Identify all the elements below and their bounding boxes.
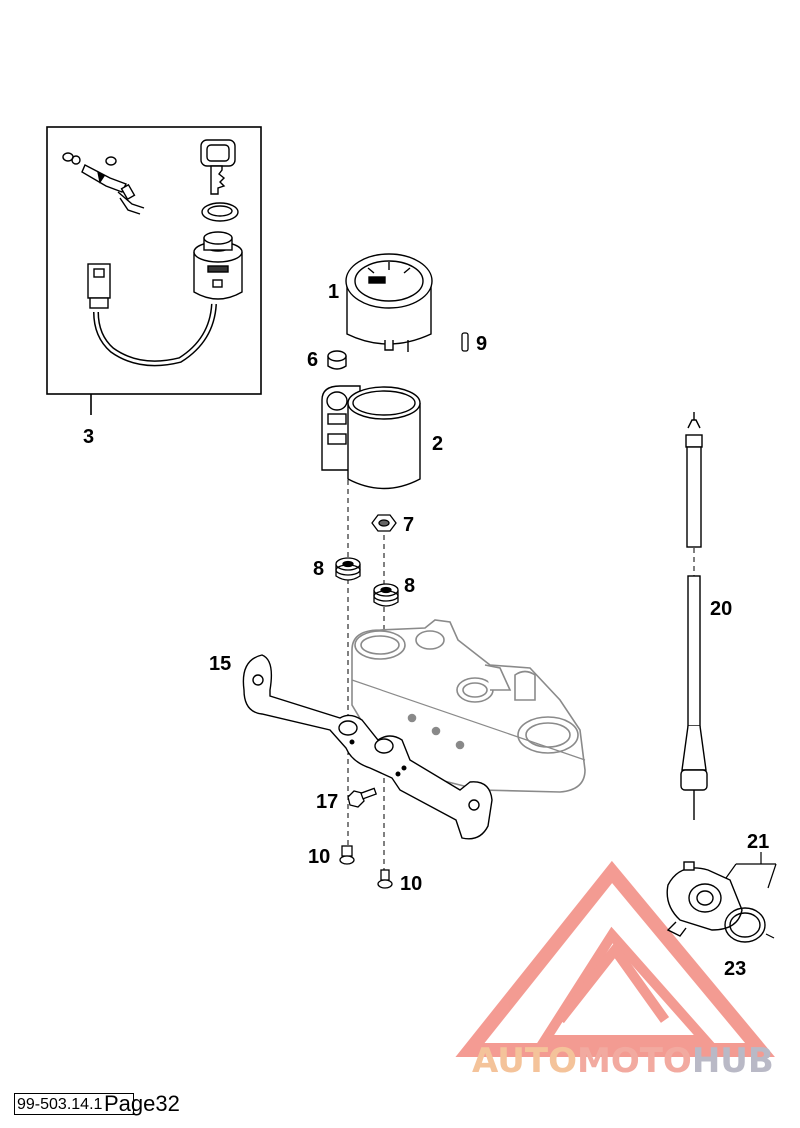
- callout-21: 21: [747, 831, 769, 853]
- watermark-text-auto: AUTO: [472, 1041, 577, 1081]
- callout-3: 3: [83, 426, 94, 448]
- callout-8: 8: [404, 575, 415, 597]
- speedometer-cable-icon: [680, 412, 708, 820]
- page-number: Page32: [104, 1091, 180, 1116]
- screw-icon: [377, 869, 393, 889]
- connector-plug-icon: [87, 263, 111, 309]
- nut-icon: [371, 514, 397, 532]
- ignition-lock-box: [46, 126, 262, 415]
- callout-9: 9: [476, 333, 487, 355]
- ignition-switch-icon: [193, 231, 243, 300]
- callout-10: 10: [308, 846, 330, 868]
- screw-icon: [339, 845, 355, 865]
- instrument-housing-icon: [321, 385, 421, 490]
- callout-17: 17: [316, 791, 338, 813]
- switch-wiring-icon: [62, 152, 145, 215]
- watermark-text-hub: HUB: [691, 1041, 774, 1081]
- callout-7: 7: [403, 514, 414, 536]
- watermark-text: AUTOMOTOHUB: [472, 1041, 774, 1081]
- callout-6: 6: [307, 349, 318, 371]
- watermark-text-moto: MOTO: [576, 1041, 692, 1081]
- rubber-bushing-icon: [373, 583, 399, 607]
- callout-2: 2: [432, 433, 443, 455]
- screw-icon: [347, 787, 378, 808]
- retaining-ring-icon: [724, 907, 766, 943]
- switch-cable-icon: [93, 303, 217, 367]
- pin-icon: [461, 332, 469, 352]
- callout-15: 15: [209, 653, 231, 675]
- triple-clamp-icon: [351, 619, 586, 793]
- watermark-logo-icon: [455, 860, 775, 1057]
- speedometer-icon: [345, 253, 433, 352]
- callout-20: 20: [710, 598, 732, 620]
- rubber-cap-icon: [327, 350, 347, 370]
- callout-1: 1: [328, 281, 339, 303]
- rubber-bushing-icon: [335, 557, 361, 581]
- callout-23: 23: [724, 958, 746, 980]
- callout-8: 8: [313, 558, 324, 580]
- key-icon: [200, 139, 236, 195]
- document-code: 99-503.14.1: [14, 1093, 134, 1115]
- callout-10: 10: [400, 873, 422, 895]
- mounting-bracket-icon: [242, 654, 493, 840]
- speedometer-drive-icon: [666, 861, 743, 937]
